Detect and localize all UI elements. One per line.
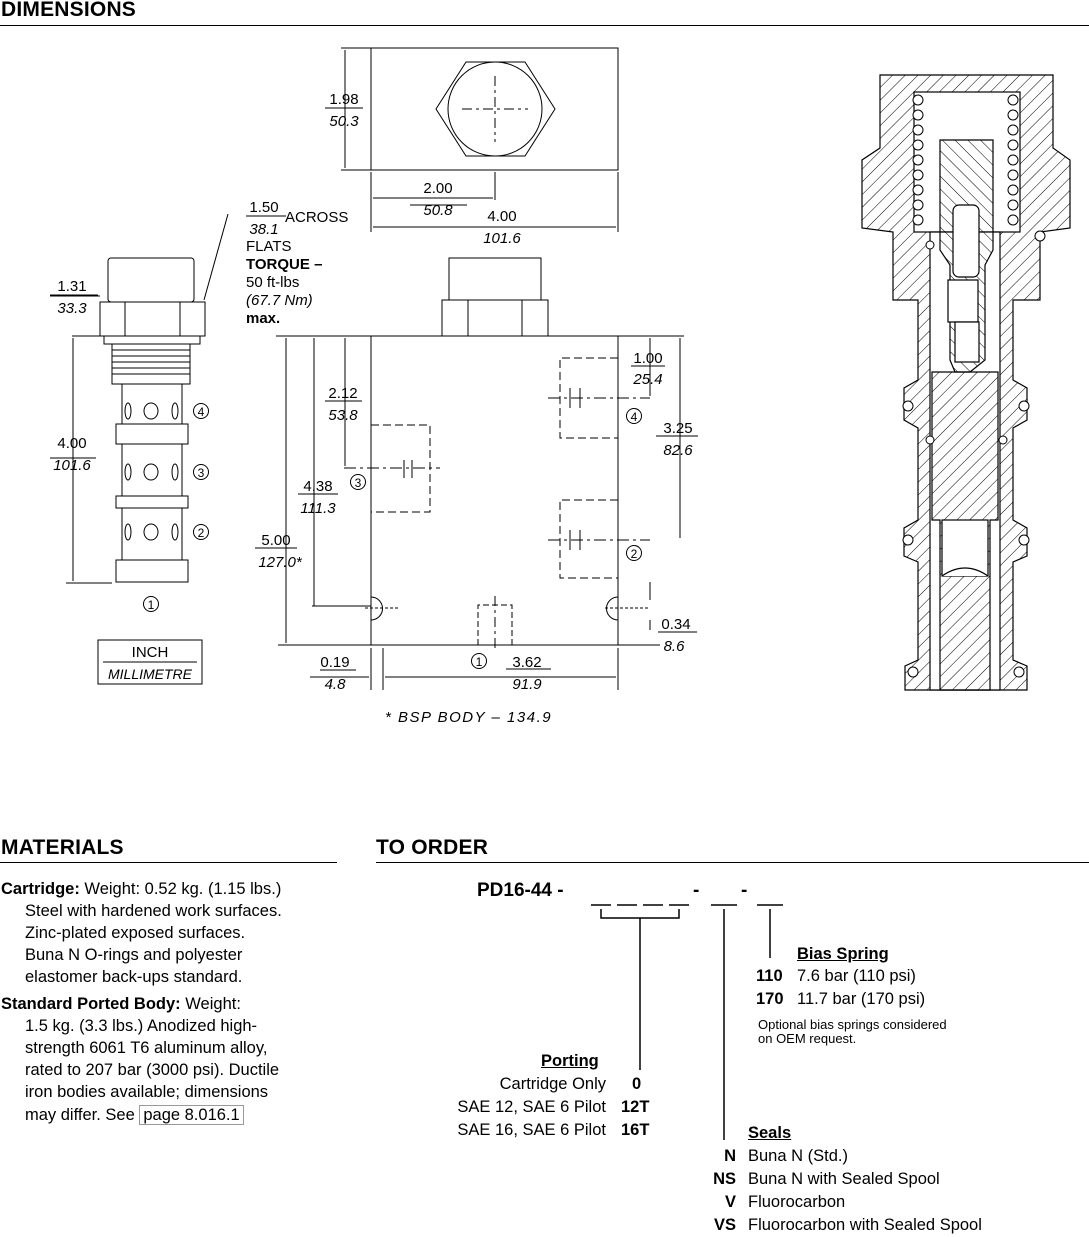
model-code: PD16-44 -	[477, 880, 564, 901]
unit-inch: INCH	[132, 644, 169, 661]
dim-438-mm: 111.3	[300, 500, 336, 517]
dim-438-in: 4.38	[303, 478, 332, 495]
body-material-line: rated to 207 bar (3000 psi). Ductile	[25, 1061, 280, 1079]
dim-212-in: 2.12	[328, 385, 357, 402]
top-width-in: 4.00	[487, 208, 516, 225]
dimensions-rule	[0, 25, 1089, 26]
cartridge-port-3: 3	[198, 466, 205, 480]
dim-500-mm: 127.0*	[258, 554, 303, 571]
seal-desc-vs: Fluorocarbon with Sealed Spool	[748, 1216, 982, 1234]
dim-500-in: 5.00	[261, 532, 290, 549]
head-mm: 33.3	[57, 300, 87, 317]
cartridge-port-4: 4	[198, 405, 205, 419]
porting-code-12t: 12T	[621, 1098, 650, 1116]
hex-across: ACROSS	[285, 209, 348, 226]
dim-034-in: 0.34	[661, 616, 690, 633]
torque-line-2: 50 ft-lbs	[246, 274, 299, 291]
materials-rule	[0, 862, 337, 863]
torque-line-1: TORQUE –	[246, 256, 322, 273]
cartridge-material-line: Zinc-plated exposed surfaces.	[25, 924, 246, 942]
body-port-3: 3	[355, 476, 362, 490]
cartridge-label: Cartridge:	[1, 880, 80, 898]
body-material-line: strength 6061 T6 aluminum alloy,	[25, 1039, 268, 1057]
seal-code-v: V	[724, 1193, 736, 1211]
body-port-4: 4	[631, 410, 638, 424]
cartridge-material-line: Steel with hardened work surfaces.	[25, 902, 282, 920]
body-material-line: iron bodies available; dimensions	[25, 1083, 269, 1101]
cross-section	[861, 74, 1071, 691]
cartridge-material-first-line: Cartridge: Weight: 0.52 kg. (1.15 lbs.)	[1, 880, 282, 898]
dim-212-mm: 53.8	[328, 407, 358, 424]
page-link[interactable]: page 8.016.1	[139, 1105, 244, 1125]
dim-100-in: 1.00	[633, 350, 662, 367]
bias-desc-110: 7.6 bar (110 psi)	[797, 967, 916, 985]
dim-362-mm: 91.9	[512, 676, 542, 693]
seal-desc-v: Fluorocarbon	[748, 1193, 846, 1211]
top-half-mm: 50.8	[423, 202, 453, 219]
top-height-mm: 50.3	[329, 113, 359, 130]
dim-362-in: 3.62	[512, 654, 541, 671]
dim-034-mm: 8.6	[664, 638, 686, 655]
body-port-1: 1	[476, 655, 483, 669]
unit-mm: MILLIMETRE	[108, 666, 193, 682]
top-half-in: 2.00	[423, 180, 452, 197]
torque-line-3: (67.7 Nm)	[246, 292, 313, 309]
bsp-note: * BSP BODY – 134.9	[385, 709, 552, 726]
top-view-body	[370, 47, 619, 171]
bias-note-line-2: on OEM request.	[758, 1031, 857, 1046]
porting-desc-12t: SAE 12, SAE 6 Pilot	[457, 1098, 606, 1116]
dimensions-heading: DIMENSIONS	[1, 0, 137, 21]
hex-flats: FLATS	[246, 238, 292, 255]
dim-100-mm: 25.4	[632, 371, 662, 388]
cartridge-material-line: elastomer back-ups standard.	[25, 968, 243, 986]
top-view-hex	[435, 61, 556, 157]
body-cartridge-head	[448, 257, 542, 301]
cartridge-material-line: Buna N O-rings and polyester	[25, 946, 243, 964]
porting-code-0: 0	[632, 1075, 642, 1093]
materials-heading: MATERIALS	[1, 836, 124, 859]
cartridge-port-1: 1	[148, 598, 155, 612]
top-height-in: 1.98	[329, 91, 358, 108]
bias-spring-title: Bias Spring	[797, 945, 889, 963]
top-width-mm: 101.6	[483, 230, 521, 247]
seal-desc-ns: Buna N with Sealed Spool	[748, 1170, 940, 1188]
order-dash-2: -	[741, 880, 748, 901]
seal-code-ns: NS	[713, 1170, 736, 1188]
order-dash-1: -	[693, 880, 700, 901]
dimension-drawing: 1.98 50.3 2.00 50.8 4.00 101.6 1.50 38.1…	[50, 47, 1071, 726]
bias-note-line-1: Optional bias springs considered	[758, 1017, 947, 1032]
dim-325-mm: 82.6	[663, 442, 693, 459]
head-in: 1.31	[57, 278, 86, 295]
to-order-rule	[376, 862, 1089, 863]
dim-019-mm: 4.8	[325, 676, 347, 693]
cartridge-length-in: 4.00	[57, 435, 86, 452]
seal-code-vs: VS	[713, 1216, 736, 1234]
body-material-last-line: may differ. See page 8.016.1	[25, 1104, 244, 1127]
dim-325-in: 3.25	[663, 420, 692, 437]
body-label: Standard Ported Body:	[1, 995, 181, 1013]
porting-desc-0: Cartridge Only	[499, 1075, 606, 1093]
cartridge-head	[107, 257, 195, 303]
bias-code-110: 110	[756, 967, 783, 985]
porting-title: Porting	[541, 1052, 599, 1070]
cartridge-hex	[99, 301, 206, 337]
dim-019-in: 0.19	[320, 654, 349, 671]
porting-code-16t: 16T	[621, 1121, 650, 1139]
body-port-2: 2	[631, 547, 638, 561]
seals-title: Seals	[748, 1124, 792, 1142]
cartridge-port-2: 2	[198, 526, 205, 540]
to-order-heading: TO ORDER	[376, 836, 489, 859]
hex-mm: 38.1	[249, 221, 278, 238]
cartridge-length-mm: 101.6	[53, 457, 91, 474]
body-material-first-line: Standard Ported Body: Weight:	[1, 995, 241, 1013]
hex-in: 1.50	[249, 199, 278, 216]
bias-code-170: 170	[756, 990, 784, 1008]
bias-desc-170: 11.7 bar (170 psi)	[797, 990, 926, 1008]
torque-line-4: max.	[246, 310, 280, 327]
seal-desc-n: Buna N (Std.)	[748, 1147, 848, 1165]
body-material-line: 1.5 kg. (3.3 lbs.) Anodized high-	[25, 1017, 258, 1035]
porting-desc-16t: SAE 16, SAE 6 Pilot	[457, 1121, 606, 1139]
seal-code-n: N	[724, 1147, 736, 1165]
